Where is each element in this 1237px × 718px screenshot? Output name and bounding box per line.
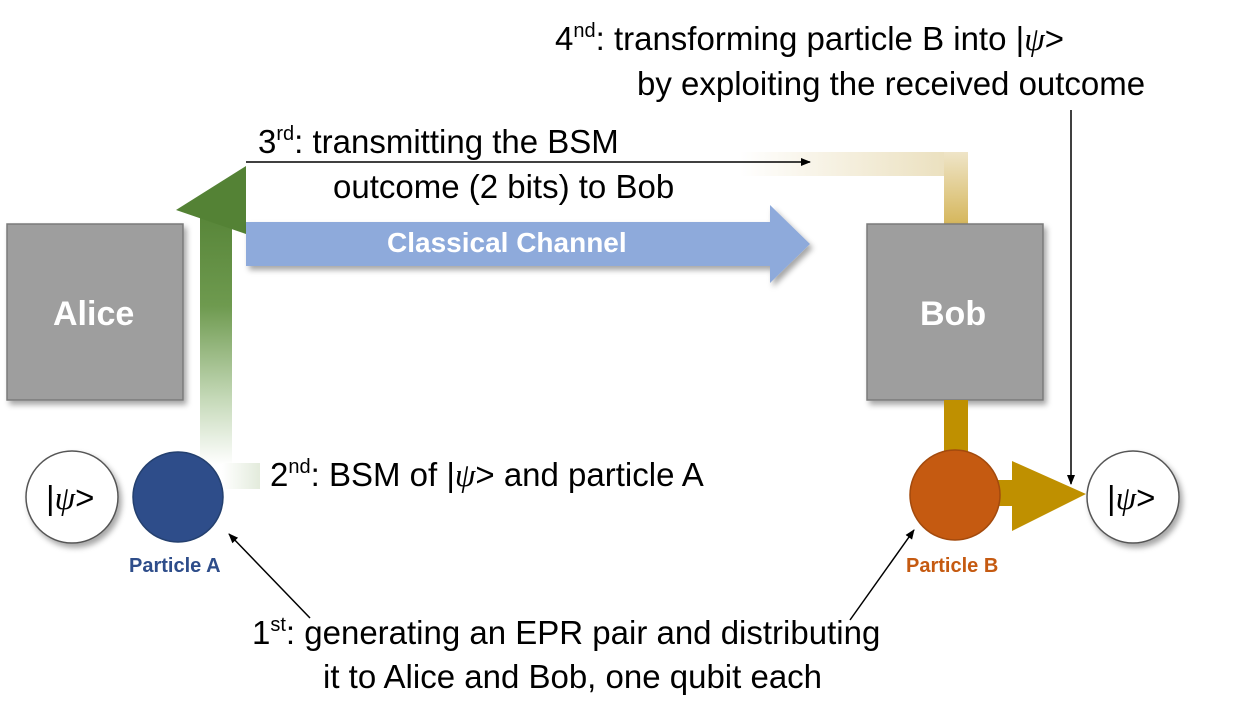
psi-tail: >: [1136, 479, 1156, 516]
psi-output-circle: [1086, 450, 1180, 544]
step-two-suffix: nd: [288, 456, 311, 478]
psi-symbol: ψ: [54, 481, 76, 517]
psi-tail: >: [75, 479, 95, 516]
alice-arrow-shaft: [200, 200, 232, 465]
alice-box: [6, 223, 184, 401]
leader-first-to-particle-b: [849, 529, 915, 621]
psi-input-circle: [25, 450, 119, 544]
alice-arrow-head: [176, 166, 246, 234]
step-three-suffix: rd: [276, 123, 295, 145]
psi-input-label: |ψ>: [46, 481, 94, 516]
bob-arrow-head: [1012, 461, 1086, 531]
step-two: 2nd: BSM of |ψ> and particle A: [270, 456, 704, 494]
step-one-suffix: st: [270, 614, 286, 636]
particle-b-label: Particle B: [906, 555, 999, 577]
step-four-suffix: nd: [573, 20, 596, 42]
step-one-line1: 1st: generating an EPR pair and distribu…: [252, 614, 881, 651]
step-two-ordinal: 2: [270, 456, 289, 493]
particle-a-connector: [222, 463, 260, 489]
classical-channel-arrow: [246, 205, 810, 283]
bob-label: Bob: [920, 295, 987, 333]
psi-bar: |: [46, 479, 55, 516]
step-one-ordinal: 1: [252, 614, 271, 651]
step-one-line2: it to Alice and Bob, one qubit each: [323, 658, 823, 695]
bob-feed-horizontal: [740, 152, 968, 176]
step-three-line2: outcome (2 bits) to Bob: [333, 168, 675, 205]
leader-first-to-particle-a: [228, 533, 311, 619]
particle-b-circle: [909, 449, 1001, 541]
step-two-psi: ψ: [454, 458, 476, 494]
step-two-text-end: > and particle A: [475, 456, 704, 493]
step-four-psi: ψ: [1024, 22, 1045, 58]
step-three-ordinal: 3: [258, 123, 277, 160]
step-four-line2: by exploiting the received outcome: [637, 65, 1146, 102]
step-one-text: : generating an EPR pair and distributin…: [285, 614, 881, 651]
bob-feed-vertical: [944, 152, 968, 228]
step-three-text: : transmitting the BSM: [294, 123, 619, 160]
alice-label: Alice: [53, 295, 135, 333]
step-four-line1: 4nd: transforming particle B into |ψ>: [555, 20, 1064, 58]
classical-channel-label: Classical Channel: [387, 227, 627, 258]
step-two-text: : BSM of |: [310, 456, 455, 493]
step-three-line1: 3rd: transmitting the BSM: [258, 123, 619, 160]
step-four-text: : transforming particle B into |: [595, 20, 1025, 57]
step-four-text-end: >: [1044, 20, 1064, 57]
particle-a-circle: [132, 451, 224, 543]
step-four-ordinal: 4: [555, 20, 574, 57]
psi-output-label: |ψ>: [1107, 481, 1155, 516]
psi-symbol: ψ: [1115, 481, 1137, 517]
psi-bar: |: [1107, 479, 1116, 516]
particle-a-label: Particle A: [129, 555, 221, 577]
